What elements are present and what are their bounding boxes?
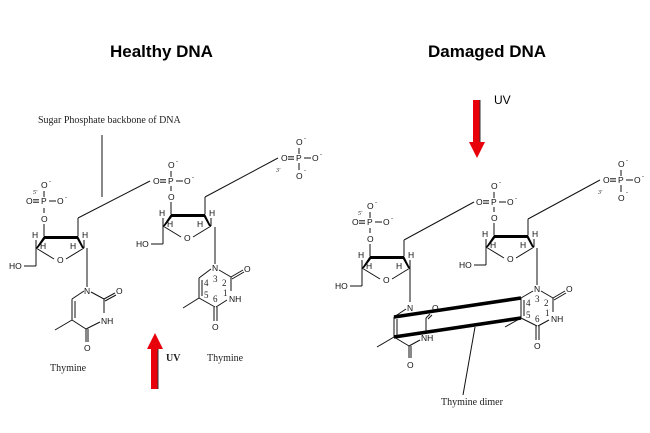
uv-arrow-down	[469, 100, 485, 158]
ring-number-3: 3	[213, 274, 218, 284]
ring-number-2-dimer: 2	[544, 298, 549, 308]
backbone-link	[204, 157, 279, 198]
thymine-dimer-label: Thymine dimer	[441, 397, 504, 408]
svg-text:NH: NH	[101, 316, 113, 326]
thymine-base-1: N O NH O	[54, 248, 123, 353]
svg-text:O: O	[212, 322, 219, 332]
backbone-link	[403, 201, 475, 241]
backbone-link	[77, 180, 151, 219]
thymine-label-2: Thymine	[207, 353, 244, 364]
phosphate-middle-damaged	[475, 179, 518, 208]
thymine-label-1: Thymine	[50, 363, 87, 374]
damaged-dna-structure: UV 5' O - 3' N	[334, 93, 645, 408]
ring-number-1-dimer: 1	[545, 308, 550, 318]
svg-text:-: -	[626, 190, 628, 196]
ring-number-5-dimer: 5	[526, 310, 531, 320]
svg-text:O: O	[296, 171, 303, 181]
svg-text:O: O	[244, 264, 251, 274]
svg-text:O: O	[534, 341, 541, 351]
uv-label-damaged: UV	[494, 93, 511, 107]
svg-text:O: O	[566, 284, 573, 294]
ring-number-2: 2	[222, 278, 227, 288]
uv-label-healthy: UV	[166, 353, 181, 364]
svg-text:-: -	[304, 168, 306, 174]
ring-number-4-dimer: 4	[526, 298, 531, 308]
svg-text:NH: NH	[421, 333, 433, 343]
ring-number-6-dimer: 6	[535, 314, 540, 324]
dimer-bond-bottom	[393, 316, 522, 339]
svg-text:N: N	[212, 263, 218, 273]
svg-text:NH: NH	[229, 294, 241, 304]
phosphate-middle-healthy	[152, 158, 195, 187]
svg-text:N: N	[407, 303, 413, 313]
three-prime-label: 3'	[275, 168, 281, 174]
healthy-dna-title: Healthy DNA	[110, 42, 213, 61]
ring-number-3-dimer: 3	[535, 294, 540, 304]
phosphate-3prime-healthy: O -	[280, 135, 323, 181]
five-prime-label-damaged: 5'	[358, 211, 363, 217]
sugar-ring-2	[135, 185, 216, 250]
phosphate-3prime-damaged: O -	[602, 157, 645, 203]
ring-number-5: 5	[204, 290, 209, 300]
uv-arrow-up	[147, 333, 163, 389]
sugar-ring-3	[334, 227, 415, 292]
svg-text:NH: NH	[551, 314, 563, 324]
svg-text:O: O	[116, 286, 123, 296]
damaged-dna-title: Damaged DNA	[428, 42, 546, 61]
svg-text:N: N	[534, 284, 540, 294]
healthy-dna-structure: Sugar Phosphate backbone of DNA 5' O - 3…	[8, 115, 323, 389]
dimer-bond-top	[393, 296, 522, 319]
svg-text:O: O	[84, 343, 91, 353]
ring-number-6: 6	[213, 294, 218, 304]
svg-text:O: O	[618, 193, 625, 203]
ring-number-4: 4	[204, 278, 209, 288]
backbone-label: Sugar Phosphate backbone of DNA	[38, 115, 182, 126]
five-prime-label: 5'	[33, 190, 38, 196]
thymine-base-2: N O NH O 4 3 2 5 6 1	[182, 227, 251, 332]
svg-text:O: O	[407, 360, 414, 370]
sugar-ring-1	[8, 207, 89, 272]
sugar-ring-4	[458, 206, 539, 271]
ring-number-1: 1	[223, 288, 228, 298]
svg-text:N: N	[84, 286, 90, 296]
svg-text:O: O	[432, 303, 439, 313]
thymine-dimer: N O NH O N O NH	[376, 248, 573, 370]
backbone-link	[527, 179, 601, 220]
dimer-pointer-line	[462, 326, 476, 396]
three-prime-label-damaged: 3'	[597, 190, 603, 196]
